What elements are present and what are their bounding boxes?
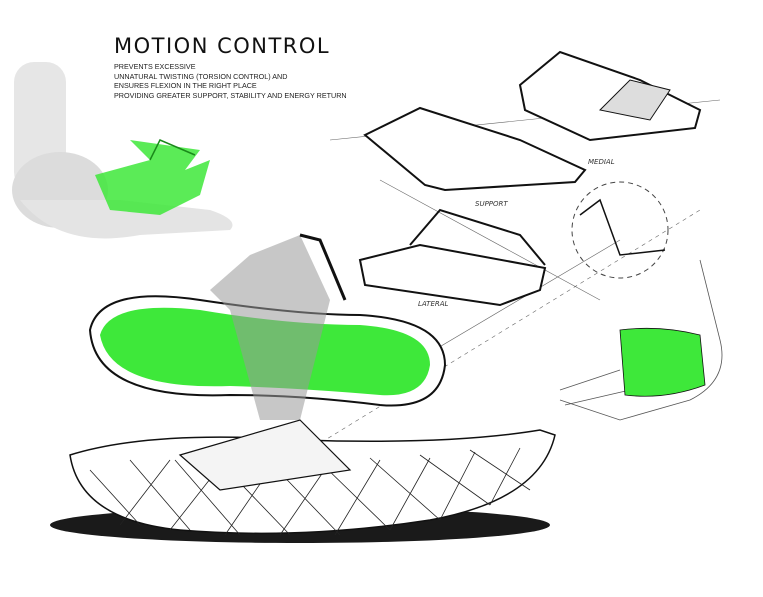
foot-bone-sketch-right: [559, 259, 723, 421]
description-line: PREVENTS EXCESSIVE: [114, 62, 196, 71]
detail-callout: [571, 181, 669, 279]
description-line: UNNATURAL TWISTING (TORSION CONTROL) AND: [114, 71, 288, 81]
description-line: ENSURES FLEXION IN THE RIGHT PLACE: [114, 81, 257, 90]
annotation-support: SUPPORT: [475, 200, 508, 208]
midsole: [50, 419, 556, 543]
torsion-plate-top: [358, 50, 702, 307]
page-title: MOTION CONTROL: [114, 34, 331, 58]
description: PREVENTS EXCESSIVE UNNATURAL TWISTING (T…: [114, 62, 347, 100]
description-line: PROVIDING GREATER SUPPORT, STABILITY AND…: [114, 90, 347, 100]
annotation-lateral: LATERAL: [418, 300, 449, 308]
foot-bone-illustration: [12, 62, 233, 239]
annotation-medial: MEDIAL: [588, 158, 615, 166]
insole: [88, 233, 447, 420]
